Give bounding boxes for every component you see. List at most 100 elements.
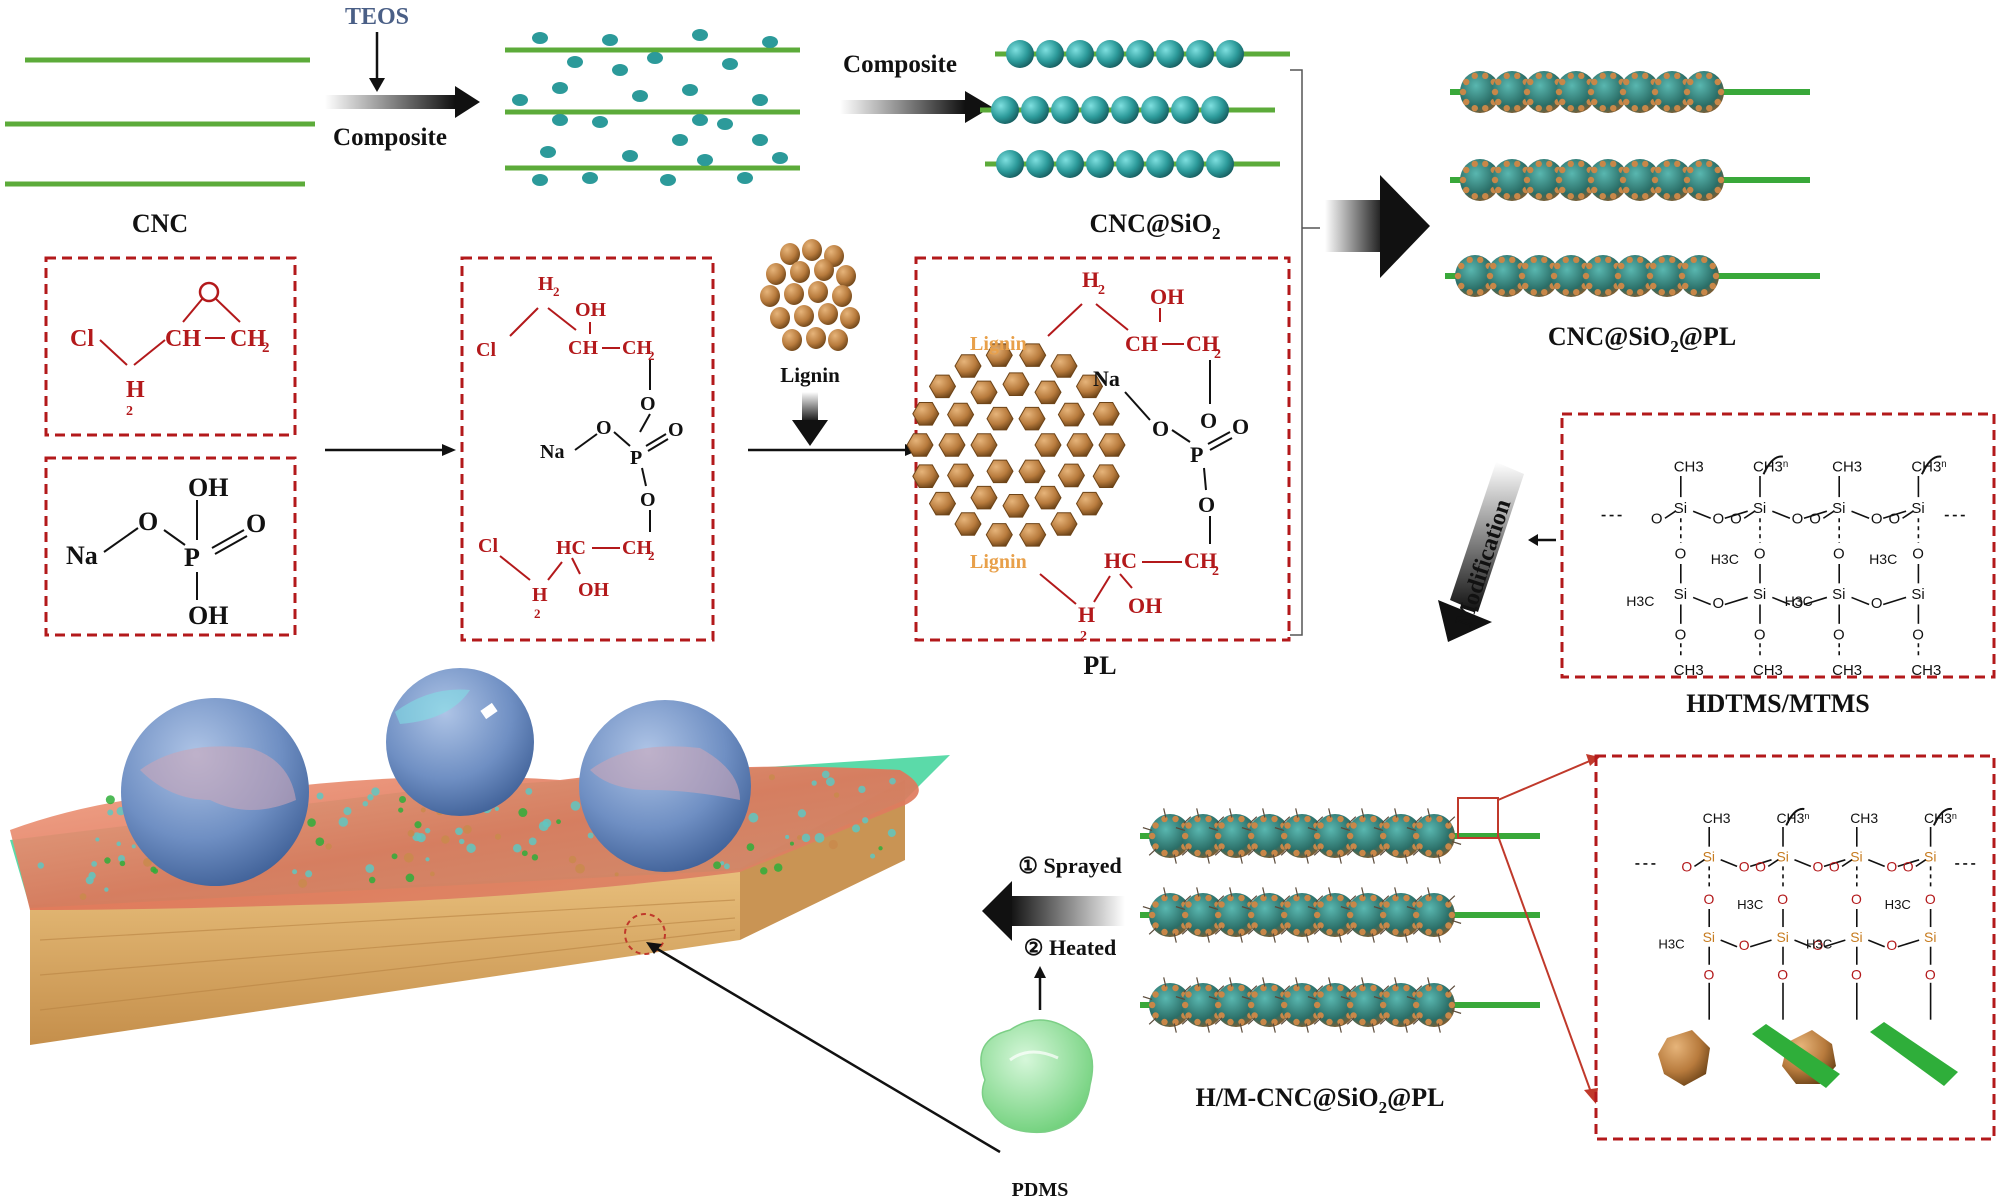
lignin-dot bbox=[1337, 1018, 1344, 1026]
lignin-dot bbox=[1403, 984, 1410, 992]
lignin-dot bbox=[1392, 815, 1399, 823]
lignin-dot bbox=[1350, 901, 1357, 908]
lignin-dot bbox=[1637, 256, 1644, 264]
lignin-dot bbox=[1651, 176, 1659, 184]
cnc-sio2-label: CNC@SiO2 bbox=[1090, 209, 1221, 243]
svg-text:O: O bbox=[1675, 627, 1687, 644]
lignin-dot bbox=[1205, 815, 1212, 823]
coated-bead bbox=[1583, 255, 1623, 297]
composite-label-1: Composite bbox=[333, 124, 447, 151]
svg-text:O: O bbox=[1730, 511, 1742, 528]
lignin-dot bbox=[1642, 192, 1649, 200]
lignin-dot bbox=[1651, 88, 1659, 96]
silica-bead bbox=[1141, 96, 1169, 124]
lignin-dot bbox=[1642, 72, 1649, 80]
lignin-dot bbox=[1326, 928, 1333, 936]
coated-bead bbox=[1380, 892, 1422, 938]
silica-particle bbox=[692, 29, 708, 41]
coated-bead bbox=[1281, 982, 1323, 1028]
lignin-dot bbox=[1642, 160, 1649, 168]
reaction-arrow-1 bbox=[325, 444, 456, 456]
svg-text:O: O bbox=[1925, 967, 1936, 983]
coating-particle bbox=[463, 825, 472, 834]
lignin-dot bbox=[1172, 1018, 1179, 1026]
coating-particle bbox=[414, 821, 422, 829]
svg-text:CH: CH bbox=[622, 337, 652, 359]
svg-text:O: O bbox=[1912, 546, 1924, 563]
coating-particle bbox=[797, 809, 807, 818]
coating-particle bbox=[107, 809, 114, 816]
lignin-dot bbox=[1555, 176, 1563, 184]
lignin-dot bbox=[1567, 160, 1574, 168]
lignin-dot bbox=[1550, 272, 1558, 280]
silica-bead bbox=[1216, 40, 1244, 68]
lignin-dot bbox=[1614, 272, 1622, 280]
lignin-dot bbox=[1326, 984, 1333, 992]
coating-particle bbox=[821, 770, 830, 779]
lignin-dot bbox=[1695, 160, 1702, 168]
lignin-dot bbox=[1359, 815, 1366, 823]
lignin-dot bbox=[1495, 166, 1502, 174]
lignin-dot bbox=[1359, 849, 1366, 857]
lignin-dot bbox=[1284, 991, 1291, 998]
svg-text:H3C: H3C bbox=[1626, 593, 1654, 609]
svg-text:CH3: CH3 bbox=[1703, 810, 1731, 826]
lignin-dot bbox=[1578, 160, 1585, 168]
lignin-dot bbox=[1522, 262, 1529, 270]
svg-text:Si: Si bbox=[1703, 848, 1715, 864]
lignin-dot bbox=[1658, 256, 1665, 264]
lignin-dot bbox=[1695, 192, 1702, 200]
lignin-dot bbox=[1260, 894, 1267, 902]
lignin-particle bbox=[780, 243, 800, 265]
coated-bead bbox=[1182, 892, 1224, 938]
lignin-dot bbox=[1317, 901, 1324, 908]
coated-bead bbox=[1380, 813, 1422, 859]
lignin-dot bbox=[1161, 815, 1168, 823]
lignin-dot bbox=[1678, 272, 1686, 280]
coating-particle bbox=[362, 800, 369, 807]
lignin-dot bbox=[1523, 88, 1531, 96]
lignin-unit bbox=[1018, 459, 1046, 484]
lignin-dot bbox=[1436, 849, 1443, 857]
composite-arrow-2 bbox=[840, 91, 992, 123]
lignin-dot bbox=[1591, 166, 1598, 174]
lignin-dot bbox=[1251, 901, 1258, 908]
silica-bead bbox=[1051, 96, 1079, 124]
lignin-dot bbox=[1383, 843, 1390, 850]
lignin-dot bbox=[1392, 894, 1399, 902]
svg-text:CH: CH bbox=[1184, 548, 1217, 573]
lignin-dot bbox=[1172, 849, 1179, 857]
coated-bead bbox=[1182, 813, 1224, 859]
lignin-dot bbox=[1148, 1001, 1156, 1009]
coating-particle bbox=[104, 887, 109, 892]
lignin-dot bbox=[1674, 104, 1681, 112]
lignin-dot bbox=[1471, 72, 1478, 80]
silica-particle bbox=[532, 32, 548, 44]
lignin-unit bbox=[1034, 433, 1062, 457]
svg-text:H: H bbox=[532, 584, 548, 606]
lignin-dot bbox=[1152, 822, 1159, 829]
lignin-dot bbox=[1623, 98, 1630, 106]
svg-text:n: n bbox=[1804, 811, 1809, 821]
coated-bead bbox=[1248, 813, 1290, 859]
svg-text:OH: OH bbox=[1128, 593, 1162, 618]
lignin-dot bbox=[1436, 928, 1443, 936]
coating-particle bbox=[575, 863, 585, 874]
lignin-dot bbox=[1445, 843, 1452, 850]
lignin-dot bbox=[1370, 984, 1377, 992]
lignin-dot bbox=[1337, 815, 1344, 823]
lignin-dot bbox=[1172, 928, 1179, 936]
pl-structure: H 2 Lignin OH CH CH 2 Na O P O O O Ligni… bbox=[970, 267, 1249, 644]
svg-text:Si: Si bbox=[1911, 586, 1924, 603]
coating-particle bbox=[538, 821, 549, 832]
coating-particle bbox=[104, 857, 111, 864]
svg-text:Cl: Cl bbox=[476, 339, 496, 361]
lignin-dot bbox=[1527, 166, 1534, 174]
lignin-dot bbox=[1587, 88, 1595, 96]
lignin-unit bbox=[1002, 494, 1030, 518]
silica-bead bbox=[1036, 40, 1064, 68]
coated-bead bbox=[1215, 892, 1257, 938]
lignin-unit bbox=[1034, 485, 1062, 510]
intermediate-box bbox=[460, 256, 715, 642]
